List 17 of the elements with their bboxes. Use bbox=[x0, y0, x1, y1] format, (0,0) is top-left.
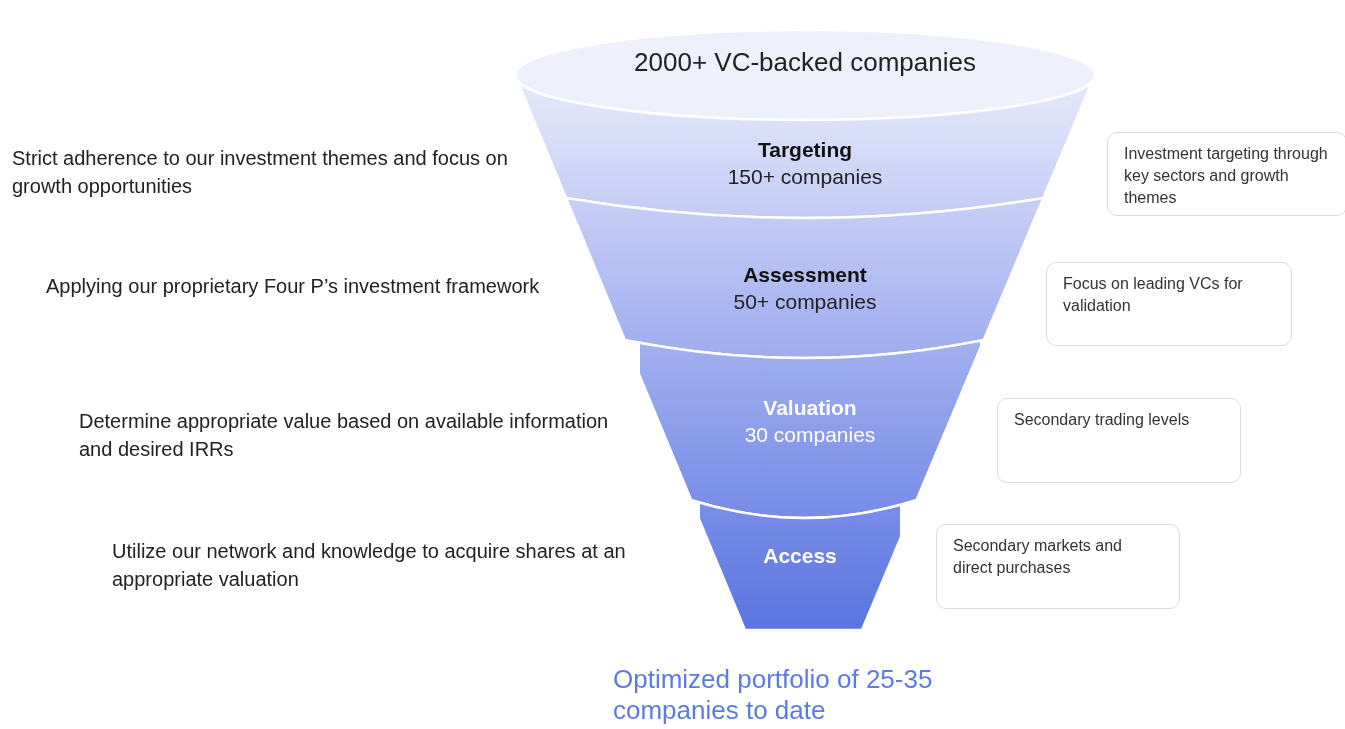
note-box: Secondary markets and direct purchases bbox=[936, 524, 1180, 609]
note-box: Focus on leading VCs for validation bbox=[1046, 262, 1292, 346]
stage-title: Targeting bbox=[757, 137, 853, 163]
caption: Optimized portfolio of 25-35 companies to date bbox=[613, 664, 934, 726]
stage-description: Utilize our network and knowledge to acquire shares at an appropriate valuation bbox=[112, 539, 627, 592]
company-count: 150+ companies bbox=[727, 164, 883, 190]
stage-title: Assessment bbox=[743, 262, 867, 288]
stage-title: Valuation bbox=[763, 395, 857, 421]
stage-label: 2000+ VC-backed companies bbox=[634, 49, 976, 75]
note-box: Investment targeting through key sectors and growth themes bbox=[1107, 132, 1345, 216]
company-count: 50+ companies bbox=[733, 289, 877, 315]
stage-description: Applying our proprietary Four P’s investment framework bbox=[46, 274, 541, 299]
company-count: 30 companies bbox=[744, 422, 876, 448]
note-box: Secondary trading levels bbox=[997, 398, 1241, 483]
stage-description: Determine appropriate value based on available information and desired IRRs bbox=[79, 409, 609, 462]
stage-description: Strict adherence to our investment themes and focus on growth opportunities bbox=[12, 146, 509, 199]
stage-title: Access bbox=[763, 543, 837, 569]
